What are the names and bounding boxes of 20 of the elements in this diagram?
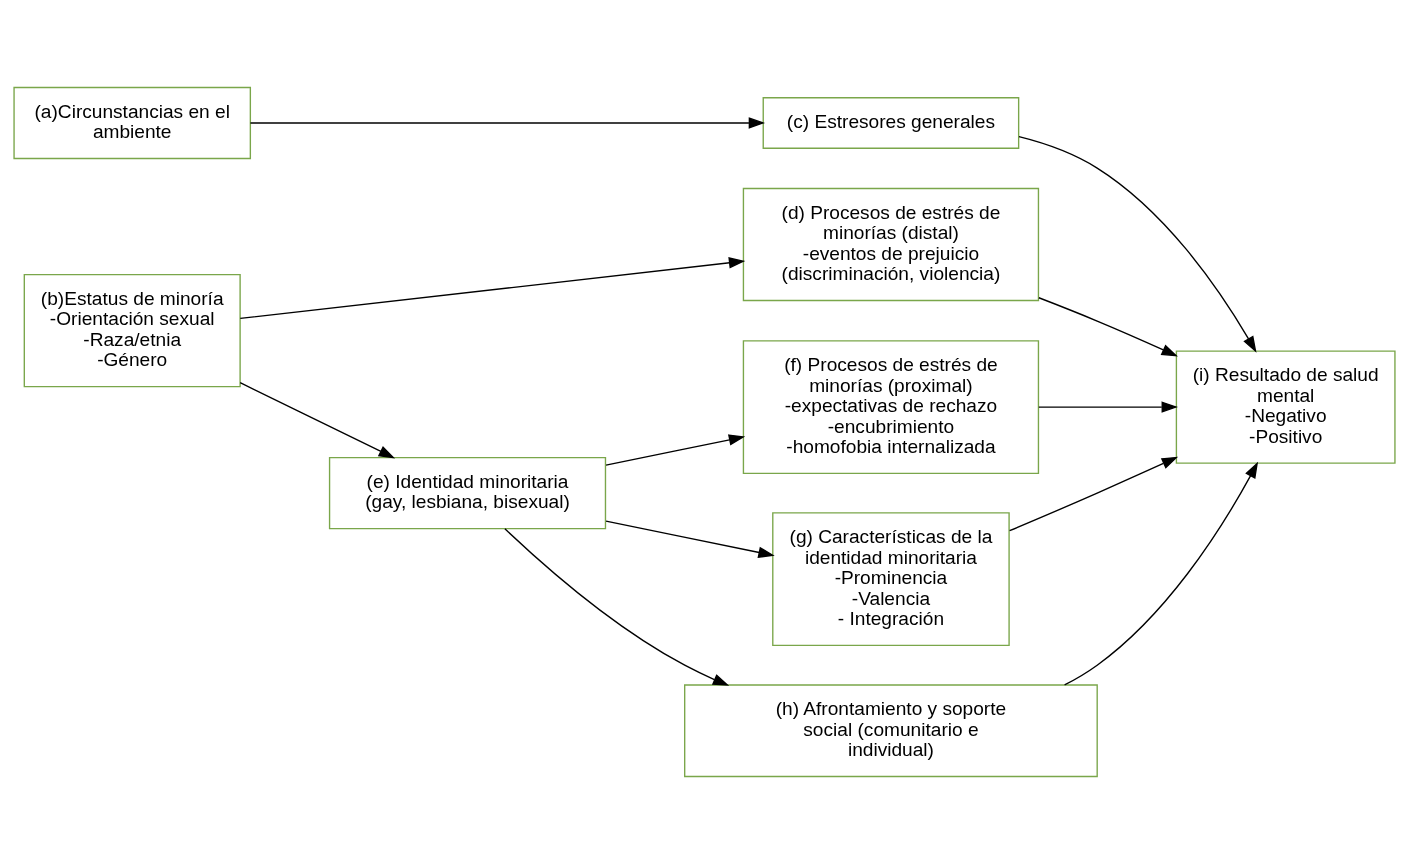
node-box: (e) Identidad minoritaria (gay, lesbiana, bisexual) bbox=[328, 456, 607, 529]
arrow bbox=[1038, 296, 1178, 356]
arrow bbox=[239, 381, 396, 458]
arrow bbox=[1008, 456, 1179, 531]
node-box: (g) Características de la identidad minoritaria -Prominencia -Valencia - Integración bbox=[772, 511, 1010, 646]
node-box: (d) Procesos de estrés de minorías (distal) -eventos de prejuicio (discriminación, violencia) bbox=[742, 187, 1040, 301]
arrow bbox=[249, 116, 766, 129]
arrow bbox=[1063, 461, 1259, 686]
arrow bbox=[605, 433, 746, 466]
arrow bbox=[1038, 400, 1178, 413]
arrow bbox=[239, 256, 746, 319]
node-box: (i) Resultado de salud mental -Negativo -Positivo bbox=[1175, 349, 1396, 464]
node-box: (c) Estresores generales bbox=[762, 96, 1020, 149]
node-box: (a)Circunstancias en el ambiente bbox=[13, 86, 252, 159]
arrow bbox=[1018, 135, 1257, 353]
node-box: (b)Estatus de minoría -Orientación sexual -Raza/etnia -Género bbox=[23, 273, 241, 387]
node-box: (h) Afrontamiento y soporte social (comunitario e individual) bbox=[684, 683, 1098, 777]
arrow bbox=[605, 520, 775, 558]
node-box: (f) Procesos de estrés de minorías (proximal) -expectativas de rechazo -encubrimiento -homofobia internalizada bbox=[742, 339, 1040, 474]
arrow bbox=[504, 527, 730, 686]
